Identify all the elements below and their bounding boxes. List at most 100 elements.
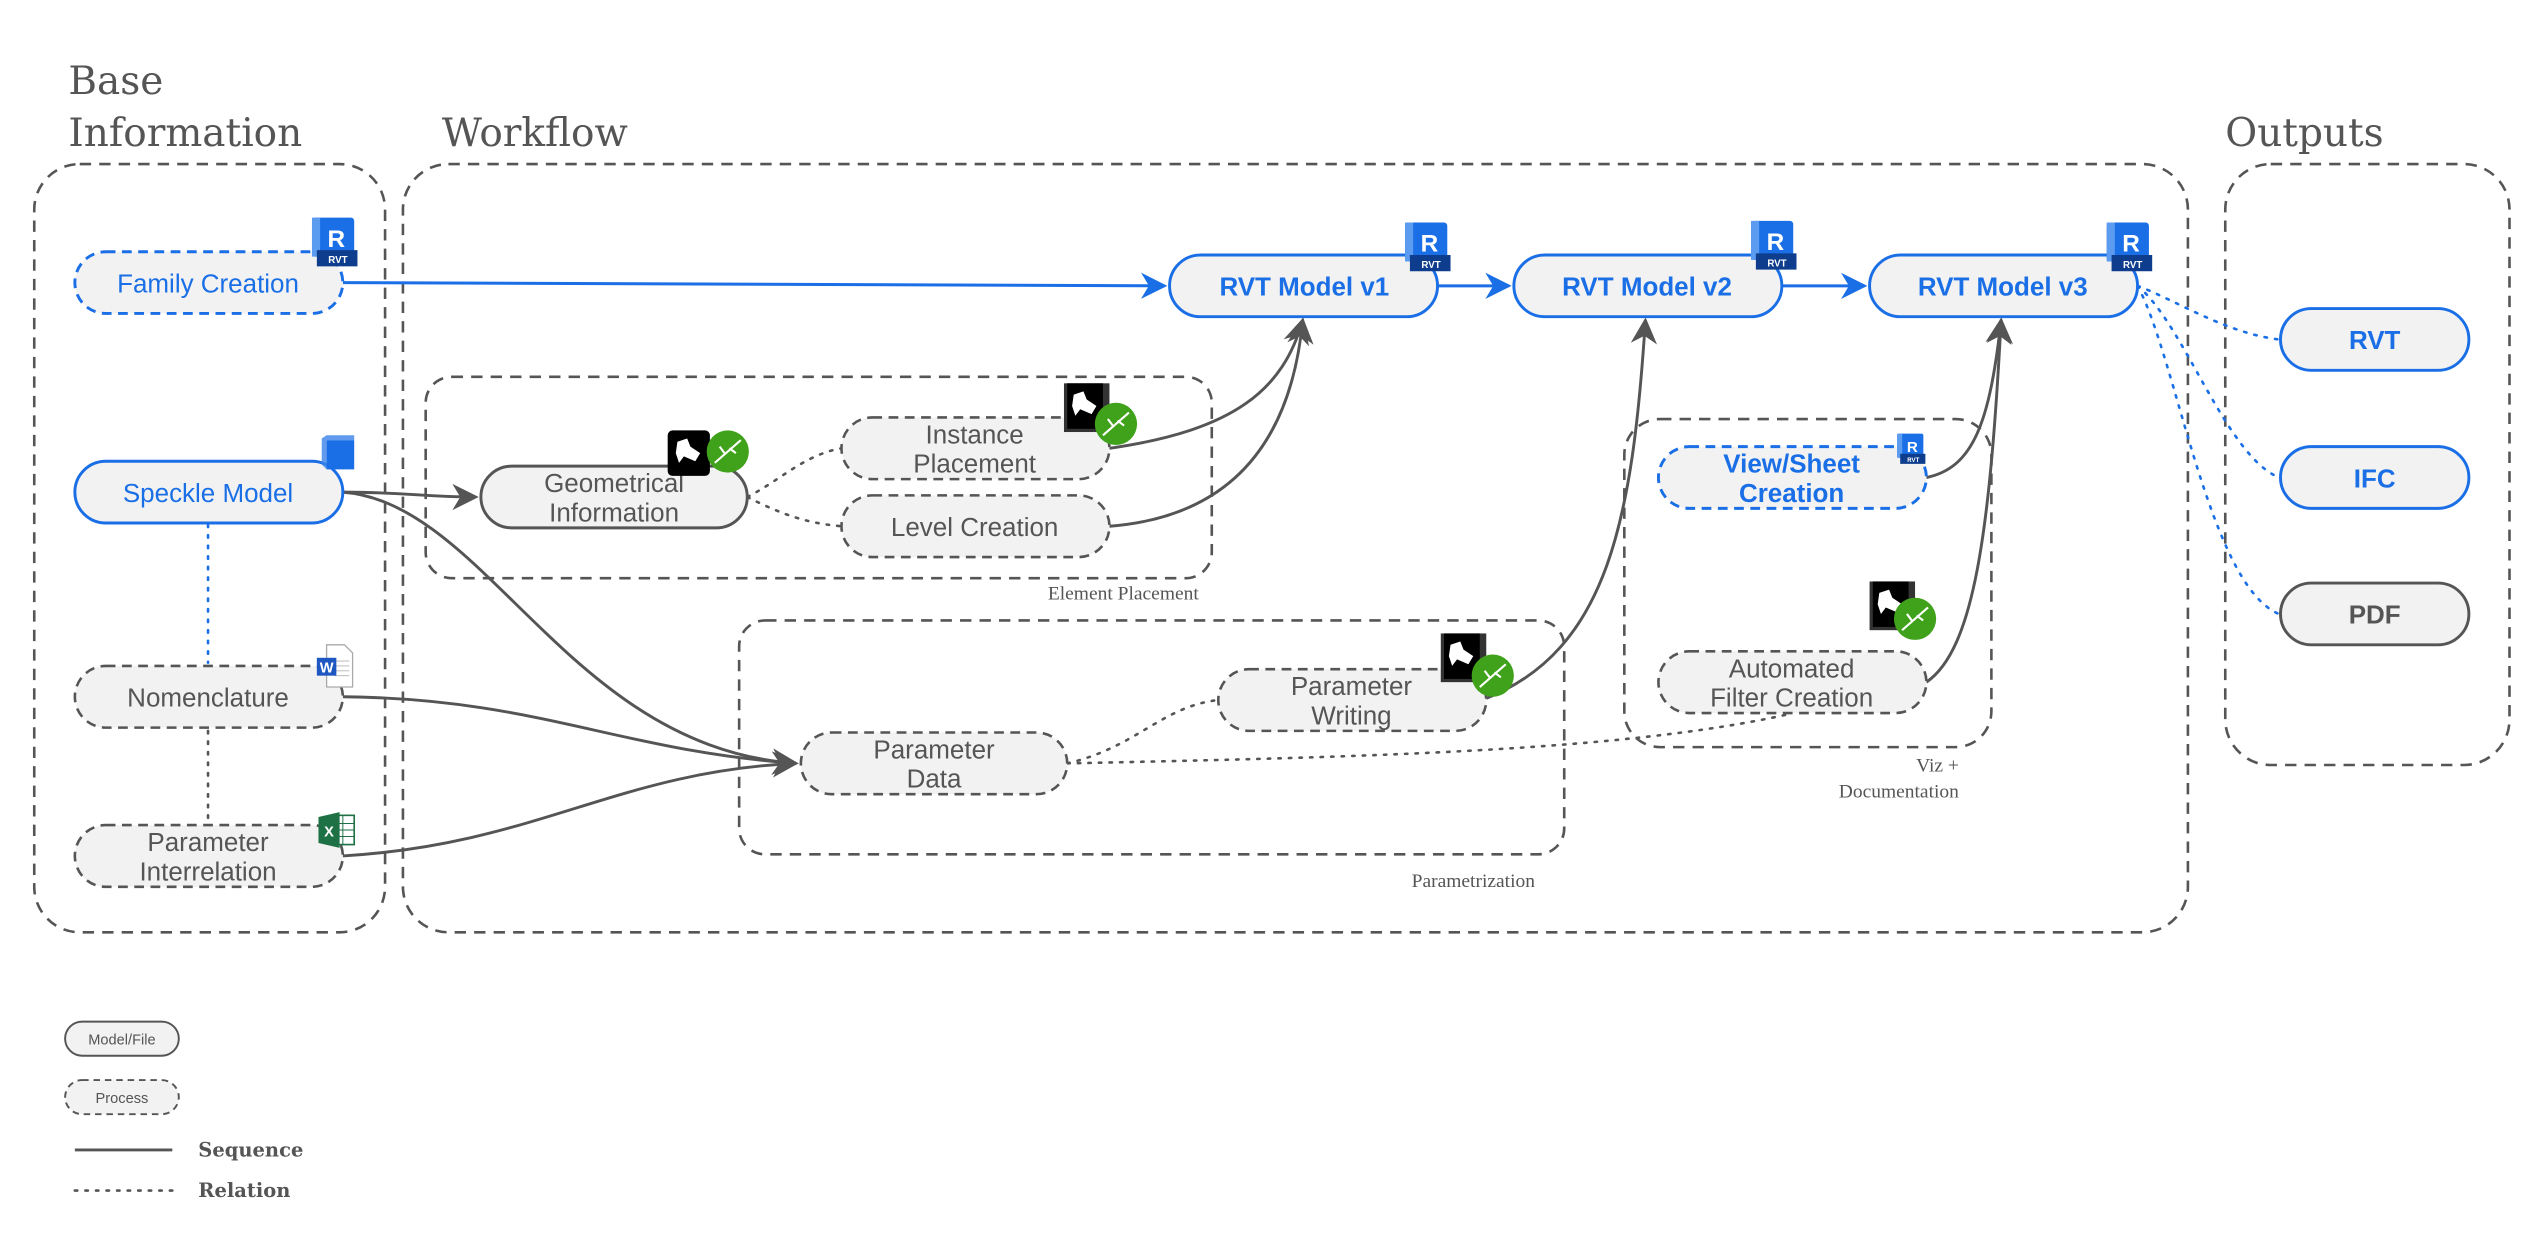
edge-interrelation-to-parameter-data	[342, 751, 799, 858]
edge-level-to-v1	[1109, 317, 1314, 528]
base-title-line1: Base	[68, 59, 163, 104]
node-parameter-data[interactable]: Parameter Data	[799, 731, 1069, 796]
legend-model-file: Model/File	[64, 1020, 180, 1057]
element-placement-label: Element Placement	[1048, 583, 1200, 604]
node-geometrical-information[interactable]: Geometrical Information	[479, 464, 749, 530]
rvt-model-v2-label: RVT Model v2	[1562, 272, 1732, 302]
parameter-data-line1: Parameter	[873, 734, 995, 764]
node-rvt-model-v1[interactable]: RVT Model v1	[1168, 253, 1440, 319]
revit-icon: R RVT	[1897, 433, 1926, 464]
viz-label-line1: Viz +	[1916, 755, 1959, 776]
node-output-rvt[interactable]: RVT	[2279, 307, 2471, 372]
edge-nomenclature-to-parameter-data	[342, 695, 799, 775]
legend-process-label: Process	[96, 1091, 149, 1107]
excel-icon: X	[318, 812, 356, 848]
rvt-model-v3-label: RVT Model v3	[1918, 272, 2088, 302]
node-output-pdf[interactable]: PDF	[2279, 581, 2471, 647]
node-family-creation[interactable]: Family Creation	[73, 250, 345, 315]
edge-family-to-v1	[342, 272, 1168, 299]
workflow-container	[401, 162, 2190, 934]
parameter-interrelation-line2: Interrelation	[139, 856, 276, 886]
node-view-sheet-creation[interactable]: View/Sheet Creation	[1656, 445, 1928, 510]
element-placement-group	[424, 375, 1214, 580]
edge-speckle-to-parameter-data	[342, 490, 799, 775]
edge-viewsheet-to-v3	[1926, 317, 2012, 479]
parametrization-label: Parametrization	[1412, 871, 1536, 892]
svg-text:W: W	[320, 660, 334, 676]
relation-data-filter	[1065, 713, 1789, 765]
family-creation-label: Family Creation	[117, 268, 299, 298]
legend-model-file-label: Model/File	[88, 1032, 155, 1048]
relation-v3-out-rvt	[2136, 284, 2281, 341]
svg-text:R: R	[1421, 231, 1439, 258]
geometrical-information-line1: Geometrical	[544, 468, 684, 498]
node-parameter-writing[interactable]: Parameter Writing	[1216, 667, 1488, 733]
node-rvt-model-v2[interactable]: RVT Model v2	[1512, 253, 1784, 319]
svg-text:R: R	[2122, 231, 2140, 258]
legend-sequence-label: Sequence	[198, 1138, 303, 1161]
edge-instance-to-v1	[1109, 317, 1310, 450]
output-pdf-label: PDF	[2349, 600, 2401, 630]
rhino-grasshopper-icon	[1063, 383, 1138, 446]
view-sheet-line2: Creation	[1739, 478, 1844, 508]
svg-text:R: R	[1907, 439, 1918, 456]
output-ifc-label: IFC	[2354, 463, 2396, 493]
revit-icon: R RVT	[1405, 222, 1451, 272]
rhino-grasshopper-icon	[1869, 581, 1937, 640]
auto-filter-line2: Filter Creation	[1710, 683, 1873, 713]
outputs-container	[2223, 162, 2511, 767]
outputs-title: Outputs	[2225, 111, 2383, 156]
relation-v3-out-pdf	[2136, 284, 2281, 616]
edges	[206, 272, 2281, 858]
geometrical-information-line2: Information	[549, 497, 679, 527]
rhino-grasshopper-icon	[667, 430, 749, 476]
legend-process: Process	[64, 1079, 180, 1116]
svg-text:RVT: RVT	[2123, 260, 2142, 271]
nomenclature-label: Nomenclature	[127, 683, 289, 713]
level-creation-label: Level Creation	[891, 512, 1058, 542]
parametrization-group	[737, 619, 1566, 856]
parameter-interrelation-line1: Parameter	[147, 827, 269, 857]
parameter-data-line2: Data	[907, 764, 962, 794]
edge-writing-to-v2	[1485, 317, 1658, 700]
speckle-cube-icon	[321, 435, 355, 470]
auto-filter-line1: Automated	[1729, 653, 1855, 683]
node-level-creation[interactable]: Level Creation	[840, 494, 1111, 559]
node-automated-filter-creation[interactable]: Automated Filter Creation	[1657, 649, 1928, 715]
base-information-container	[32, 162, 387, 934]
rvt-model-v1-label: RVT Model v1	[1219, 272, 1389, 302]
svg-text:RVT: RVT	[1907, 458, 1919, 464]
svg-text:RVT: RVT	[1767, 258, 1786, 269]
view-sheet-line1: View/Sheet	[1723, 449, 1860, 479]
relation-geometrical-level	[745, 495, 843, 528]
word-document-icon: W	[316, 644, 354, 688]
viz-documentation-group	[1623, 417, 1993, 749]
revit-icon: R RVT	[1751, 220, 1797, 270]
svg-text:RVT: RVT	[328, 255, 347, 266]
relation-geometrical-instance	[745, 446, 843, 499]
node-parameter-interrelation[interactable]: Parameter Interrelation	[73, 823, 345, 889]
edge-speckle-to-geometrical	[342, 483, 479, 511]
svg-text:RVT: RVT	[1421, 260, 1440, 271]
node-output-ifc[interactable]: IFC	[2279, 445, 2471, 510]
parameter-writing-line1: Parameter	[1291, 671, 1413, 701]
node-speckle-model[interactable]: Speckle Model	[73, 459, 345, 525]
svg-text:X: X	[324, 824, 334, 840]
node-nomenclature[interactable]: Nomenclature	[73, 664, 345, 729]
base-title-line2: Information	[68, 111, 302, 156]
node-instance-placement[interactable]: Instance Placement	[840, 416, 1111, 481]
legend: Model/File Process Sequence Relation	[64, 1020, 303, 1202]
parameter-writing-line2: Writing	[1311, 700, 1391, 730]
relation-v3-out-ifc	[2136, 284, 2281, 479]
speckle-model-label: Speckle Model	[123, 478, 293, 508]
revit-icon: R RVT	[2106, 222, 2153, 272]
workflow-title: Workflow	[442, 111, 628, 156]
svg-text:R: R	[1767, 229, 1785, 256]
output-rvt-label: RVT	[2349, 325, 2401, 355]
instance-placement-line1: Instance	[926, 419, 1024, 449]
legend-relation-label: Relation	[198, 1179, 290, 1202]
relation-data-writing	[1065, 698, 1220, 765]
edge-filter-to-v3	[1925, 317, 2014, 684]
node-rvt-model-v3[interactable]: RVT Model v3	[1868, 253, 2140, 319]
revit-icon: R RVT	[311, 217, 358, 267]
